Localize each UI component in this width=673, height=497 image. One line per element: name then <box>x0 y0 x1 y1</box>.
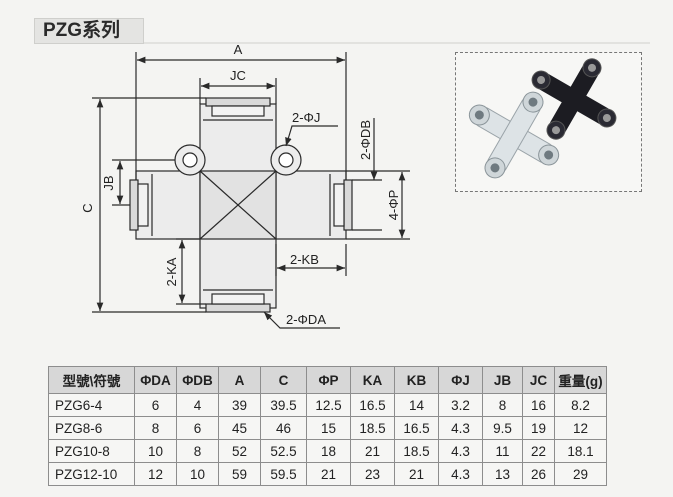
table-cell: 39 <box>218 393 261 417</box>
dim-DB-label: 2-ΦDB <box>358 120 373 160</box>
model-cell: PZG12-10 <box>48 462 135 486</box>
model-cell: PZG10-8 <box>48 439 135 463</box>
black-fitting-image <box>531 58 617 140</box>
table-cell: 26 <box>522 462 555 486</box>
table-cell: 18.5 <box>394 439 439 463</box>
table-cell: 23 <box>350 462 395 486</box>
table-cell: 4.3 <box>438 416 483 440</box>
table-cell: 3.2 <box>438 393 483 417</box>
header-cell: A <box>218 366 261 394</box>
table-cell: 8 <box>482 393 523 417</box>
dim-DA-label: 2-ΦDA <box>286 312 326 327</box>
table-cell: 4.3 <box>438 462 483 486</box>
header-cell: ΦP <box>306 366 351 394</box>
table-cell: 6 <box>176 416 219 440</box>
header-cell: 型號\符號 <box>48 366 135 394</box>
product-photo-frame <box>455 52 642 192</box>
table-row: PZG12-10 12 10 59 59.5 21 23 21 4.3 13 2… <box>48 462 607 486</box>
spec-table: 型號\符號 ΦDA ΦDB A C ΦP KA KB ΦJ JB JC 重量(g… <box>48 366 607 486</box>
table-cell: 16.5 <box>394 416 439 440</box>
table-cell: 9.5 <box>482 416 523 440</box>
table-cell: 8 <box>134 416 177 440</box>
model-cell: PZG6-4 <box>48 393 135 417</box>
dim-J-label: 2-ΦJ <box>292 110 320 125</box>
header-cell: ΦJ <box>438 366 483 394</box>
table-cell: 10 <box>134 439 177 463</box>
table-cell: 12.5 <box>306 393 351 417</box>
table-cell: 45 <box>218 416 261 440</box>
table-cell: 22 <box>522 439 555 463</box>
table-cell: 10 <box>176 462 219 486</box>
table-cell: 39.5 <box>260 393 307 417</box>
dim-P-label: 4-ΦP <box>386 190 401 221</box>
dim-A-label: A <box>234 42 243 57</box>
left-cap <box>129 179 139 231</box>
table-row: PZG10-8 10 8 52 52.5 18 21 18.5 4.3 11 2… <box>48 439 607 463</box>
header-cell: JB <box>482 366 523 394</box>
table-cell: 4 <box>176 393 219 417</box>
header-cell: ΦDA <box>134 366 177 394</box>
table-cell: 13 <box>482 462 523 486</box>
dim-KB-label: 2-KB <box>290 252 319 267</box>
table-cell: 11 <box>482 439 523 463</box>
table-cell: 14 <box>394 393 439 417</box>
table-cell: 8 <box>176 439 219 463</box>
table-cell: 46 <box>260 416 307 440</box>
header-cell: KA <box>350 366 395 394</box>
spec-table-header-row: 型號\符號 ΦDA ΦDB A C ΦP KA KB ΦJ JB JC 重量(g… <box>48 366 607 394</box>
product-photo <box>468 58 617 179</box>
table-cell: 4.3 <box>438 439 483 463</box>
table-cell: 29 <box>554 462 607 486</box>
dim-JB-label: JB <box>101 175 116 190</box>
table-cell: 21 <box>306 462 351 486</box>
table-cell: 18.5 <box>350 416 395 440</box>
table-cell: 12 <box>134 462 177 486</box>
bottom-cap <box>205 303 271 313</box>
table-cell: 6 <box>134 393 177 417</box>
table-cell: 18.1 <box>554 439 607 463</box>
table-cell: 15 <box>306 416 351 440</box>
table-cell: 16 <box>522 393 555 417</box>
table-cell: 59.5 <box>260 462 307 486</box>
table-cell: 16.5 <box>350 393 395 417</box>
white-fitting-image <box>468 91 560 179</box>
table-cell: 59 <box>218 462 261 486</box>
table-cell: 21 <box>350 439 395 463</box>
dim-KA-label: 2-KA <box>164 257 179 286</box>
model-cell: PZG8-6 <box>48 416 135 440</box>
table-cell: 21 <box>394 462 439 486</box>
header-cell: C <box>260 366 307 394</box>
header-cell: ΦDB <box>176 366 219 394</box>
table-row: PZG6-4 6 4 39 39.5 12.5 16.5 14 3.2 8 16… <box>48 393 607 417</box>
table-cell: 18 <box>306 439 351 463</box>
header-cell: 重量(g) <box>554 366 607 394</box>
table-cell: 12 <box>554 416 607 440</box>
table-row: PZG8-6 8 6 45 46 15 18.5 16.5 4.3 9.5 19… <box>48 416 607 440</box>
series-title: PZG系列 <box>34 18 144 44</box>
table-cell: 8.2 <box>554 393 607 417</box>
table-cell: 52 <box>218 439 261 463</box>
top-cap <box>205 97 271 107</box>
dim-C-label: C <box>80 203 95 212</box>
header-cell: KB <box>394 366 439 394</box>
table-cell: 19 <box>522 416 555 440</box>
header-cell: JC <box>522 366 555 394</box>
table-cell: 52.5 <box>260 439 307 463</box>
right-cap <box>343 179 353 231</box>
dim-JC-label: JC <box>230 68 246 83</box>
